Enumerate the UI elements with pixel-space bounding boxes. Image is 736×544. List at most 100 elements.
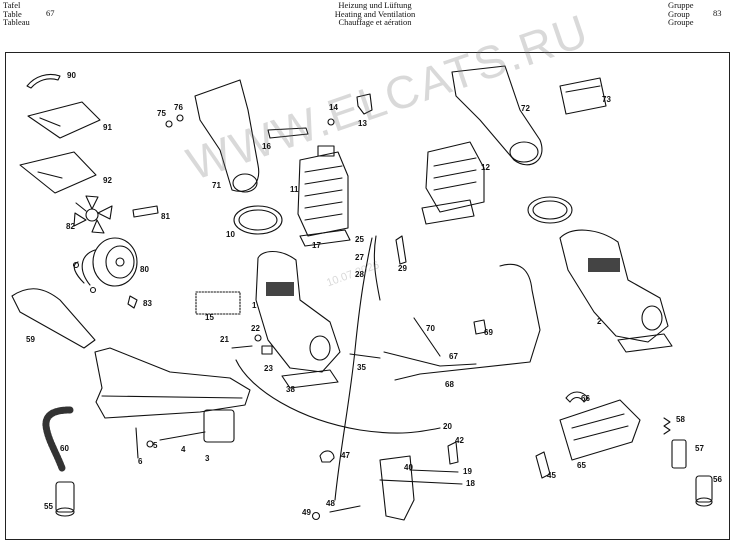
part-70-rod — [413, 317, 441, 357]
table-number: 67 — [46, 8, 55, 18]
part-label: 48 — [326, 499, 335, 508]
part-label: 2 — [597, 317, 602, 326]
part-49-nut — [311, 511, 321, 521]
part-47-knob — [319, 450, 335, 463]
part-label: 59 — [26, 335, 35, 344]
part-label: 58 — [676, 415, 685, 424]
part-label: 56 — [713, 475, 722, 484]
part-48-bolt — [329, 505, 361, 513]
part-label: 70 — [426, 324, 435, 333]
part-label: 4 — [181, 445, 186, 454]
part-label: 3 — [205, 454, 210, 463]
part-15-filter — [195, 291, 241, 315]
part-10-ring-right — [527, 196, 573, 224]
part-22-nut — [254, 334, 262, 342]
part-label: 75 — [157, 109, 166, 118]
part-label: 92 — [103, 176, 112, 185]
part-73-filter — [559, 77, 607, 115]
title-fr: Chauffage et aération — [338, 17, 412, 28]
part-29-lever — [395, 235, 407, 265]
part-45-lever — [535, 451, 551, 479]
part-42-lever — [447, 441, 459, 465]
part-5-washer — [146, 440, 154, 448]
part-69-clip — [473, 319, 487, 335]
title-de: Heizung und Lüftung — [338, 0, 412, 10]
part-label: 5 — [153, 441, 158, 450]
part-27-cable — [373, 235, 381, 301]
part-label: 23 — [264, 364, 273, 373]
part-label: 18 — [466, 479, 475, 488]
part-68-rod — [394, 263, 541, 381]
part-28-cable — [334, 237, 373, 501]
part-label: 40 — [404, 463, 413, 472]
part-19-rod — [409, 469, 459, 473]
part-label: 21 — [220, 335, 229, 344]
part-38-gasket-right — [617, 333, 673, 353]
part-label: 72 — [521, 104, 530, 113]
part-label: 19 — [463, 467, 472, 476]
diagram-frame — [5, 52, 730, 540]
part-label: 73 — [602, 95, 611, 104]
part-21-bolt — [231, 345, 253, 349]
part-83-clip — [127, 295, 138, 309]
part-75-washer — [165, 120, 173, 128]
part-2-housing — [559, 229, 669, 343]
part-label: 10 — [226, 230, 235, 239]
part-17-base-left — [299, 229, 351, 247]
part-label: 65 — [577, 461, 586, 470]
part-label: 81 — [161, 212, 170, 221]
part-label: 6 — [138, 457, 143, 466]
part-76-washer — [176, 114, 184, 122]
header-label-fr: Tableau — [3, 17, 30, 28]
part-label: 80 — [140, 265, 149, 274]
page-title: Heizung und Lüftung Heating and Ventilat… — [310, 1, 440, 27]
group-label-en: Group — [668, 8, 690, 19]
part-label: 38 — [286, 385, 295, 394]
part-label: 25 — [355, 235, 364, 244]
part-label: 82 — [66, 222, 75, 231]
part-label: 60 — [60, 444, 69, 453]
part-label: 67 — [449, 352, 458, 361]
part-56-fitting — [695, 475, 713, 507]
part-71-duct — [194, 79, 260, 192]
part-1-housing — [255, 250, 341, 373]
part-81-bracket — [132, 205, 159, 218]
part-40-bracket — [379, 455, 415, 521]
part-label: 69 — [484, 328, 493, 337]
part-label: 15 — [205, 313, 214, 322]
part-6-pin — [135, 427, 139, 459]
part-label: 16 — [262, 142, 271, 151]
part-air-nozzle — [94, 347, 251, 419]
part-60-hose — [42, 406, 74, 472]
group-label-de: Gruppe — [668, 0, 694, 10]
part-label: 76 — [174, 103, 183, 112]
part-label: 28 — [355, 270, 364, 279]
part-label: 20 — [443, 422, 452, 431]
part-66-clip — [565, 391, 589, 403]
part-72-duct — [451, 65, 543, 166]
part-55-fitting — [55, 481, 75, 517]
part-label: 27 — [355, 253, 364, 262]
part-label: 83 — [143, 299, 152, 308]
part-59-duct — [11, 288, 96, 349]
header-label-de: Tafel — [3, 0, 21, 10]
part-label: 13 — [358, 119, 367, 128]
part-80-motor — [72, 237, 138, 294]
part-4-rod — [159, 431, 206, 441]
header-left-labels: Tafel Table Tableau — [3, 1, 30, 27]
part-65-panel — [559, 399, 641, 461]
part-label: 47 — [341, 451, 350, 460]
part-label: 12 — [481, 163, 490, 172]
part-92-plate — [19, 151, 97, 194]
part-3-plate — [203, 409, 235, 443]
part-91-plate — [27, 101, 101, 139]
part-label: 35 — [357, 363, 366, 372]
group-label-fr: Groupe — [668, 17, 694, 28]
part-label: 22 — [251, 324, 260, 333]
part-12-heat-exchanger — [421, 141, 485, 225]
part-82-fan — [73, 195, 113, 234]
part-57-sleeve — [671, 439, 687, 469]
part-38-gasket-left — [281, 369, 339, 389]
part-label: 11 — [290, 185, 299, 194]
